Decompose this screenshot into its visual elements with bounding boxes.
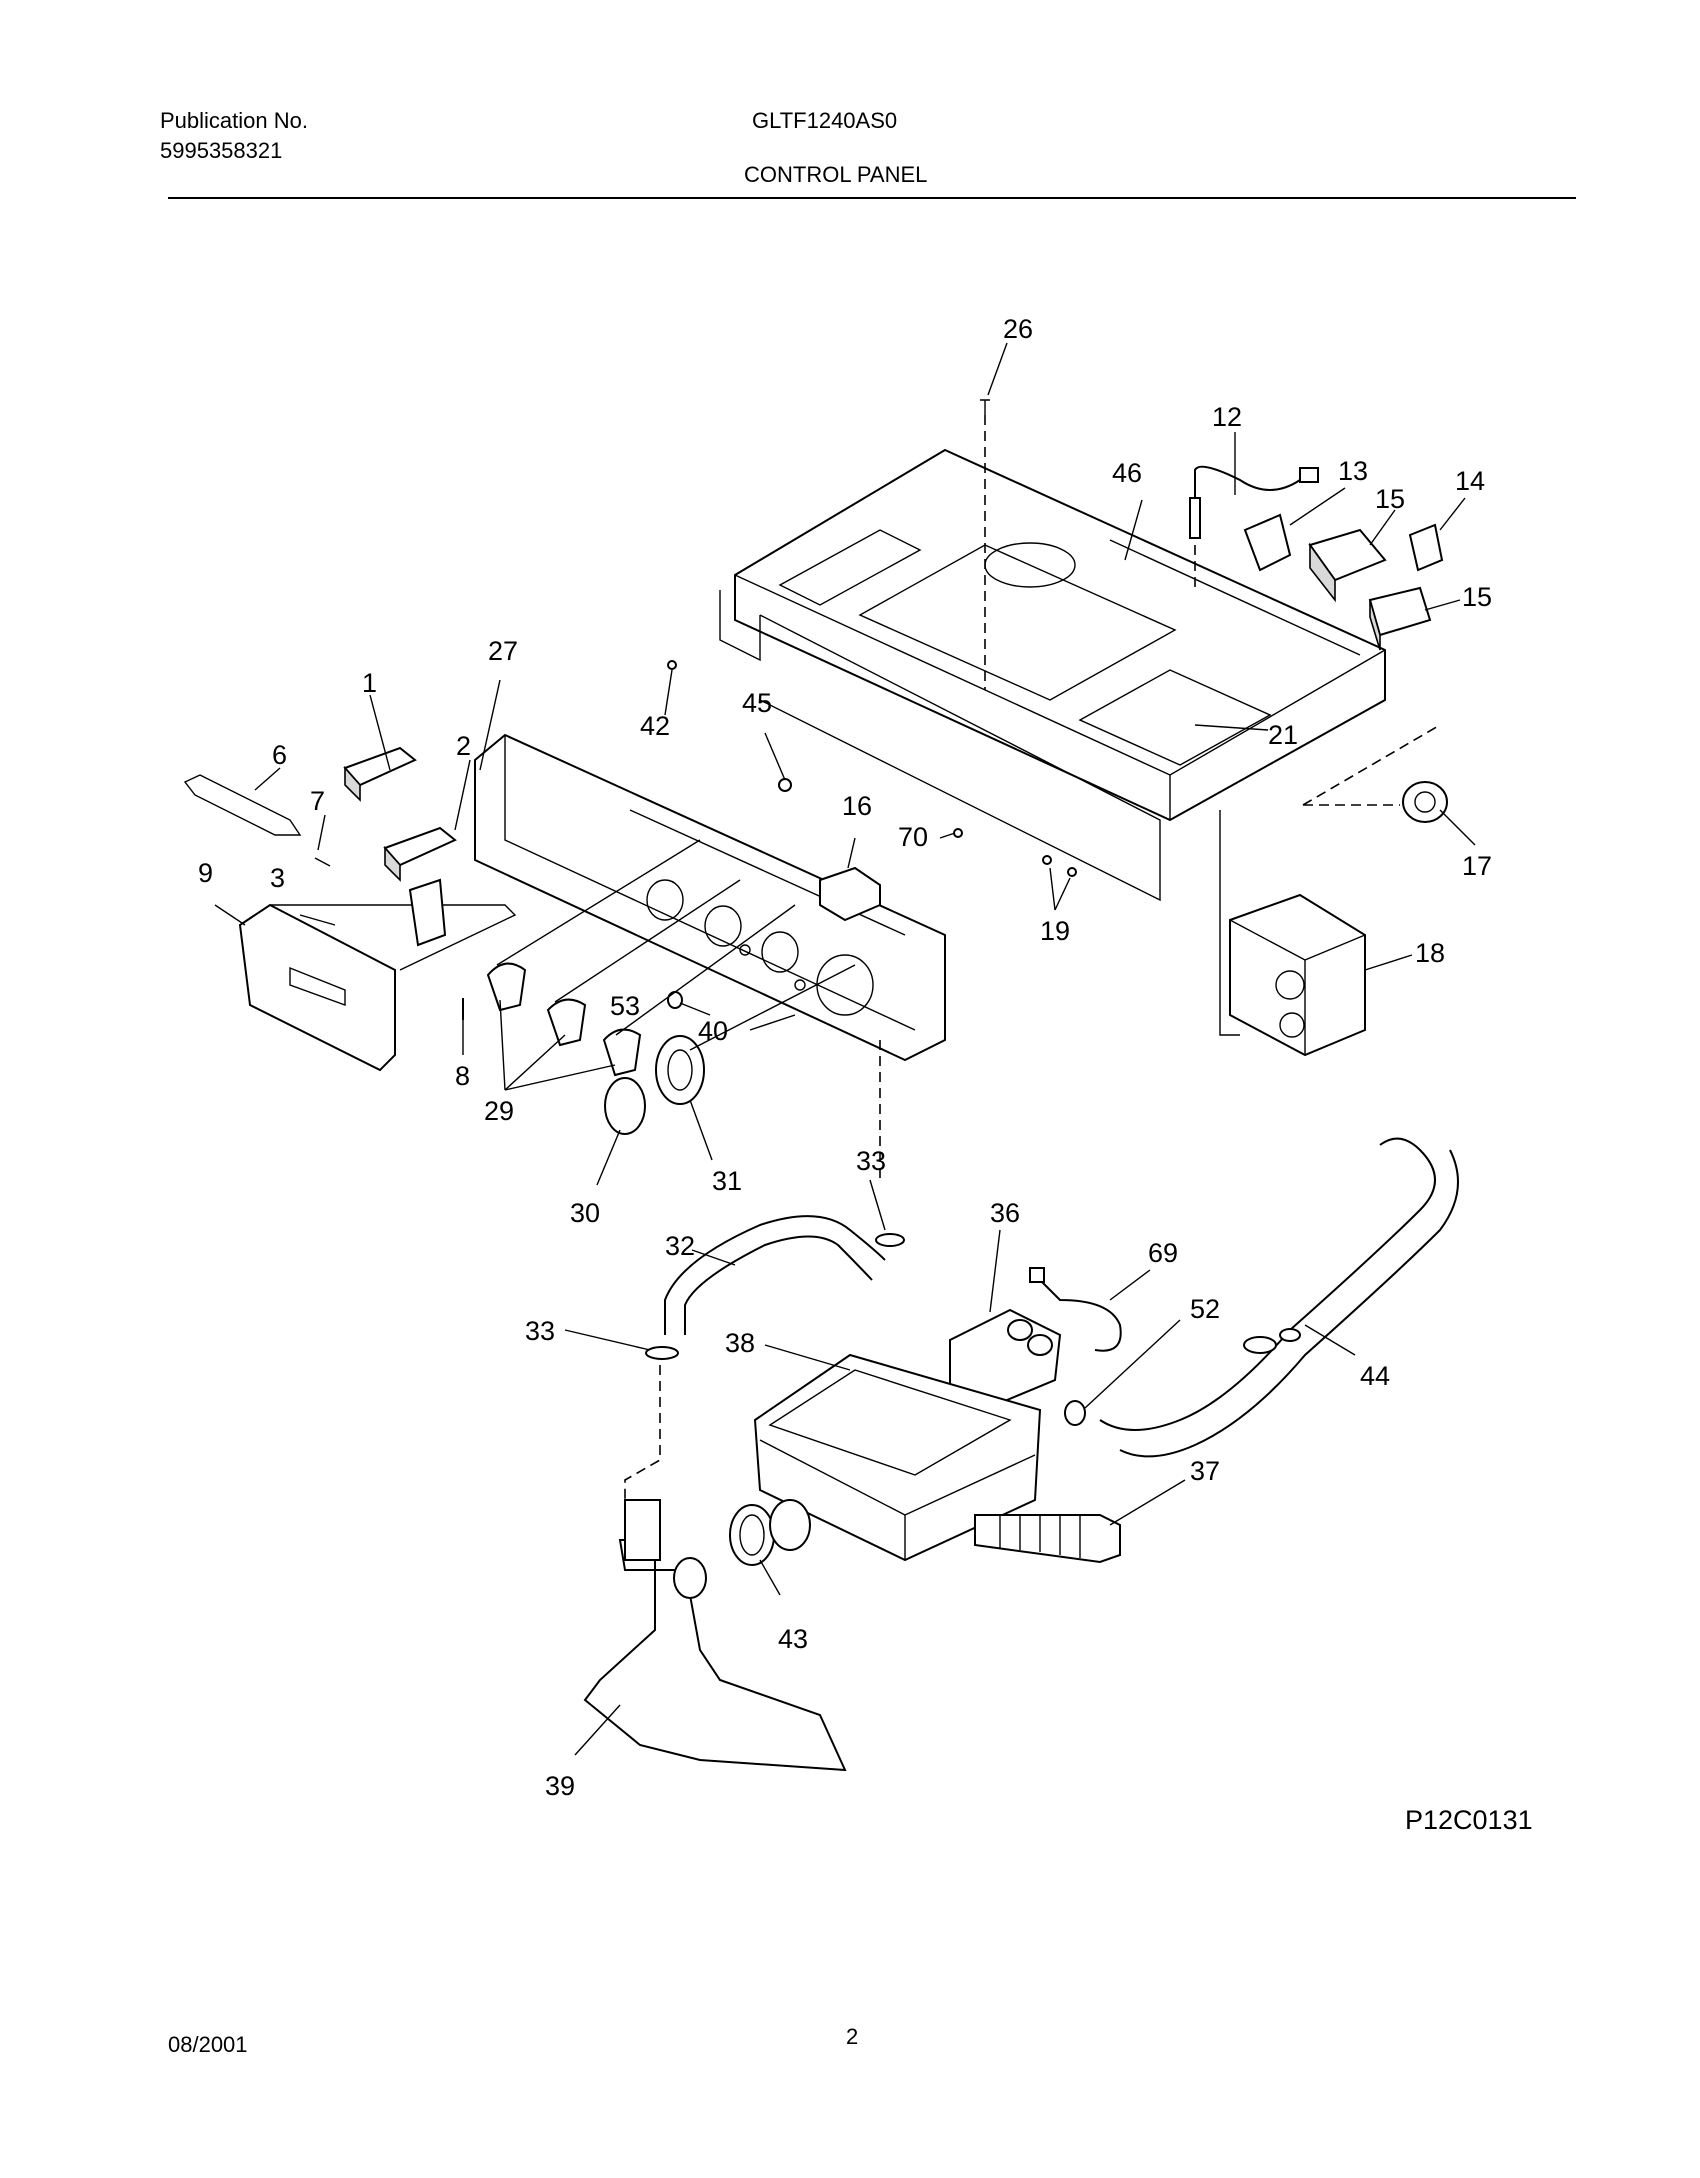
header-rule (168, 197, 1576, 199)
knob-29b (546, 998, 587, 1047)
clamp-33a (645, 1346, 679, 1360)
gasket-43 (729, 1504, 775, 1566)
control-panel-frame (719, 448, 1386, 902)
callout-21: 21 (1268, 720, 1298, 750)
callout-30: 30 (570, 1198, 600, 1228)
callout-42: 42 (640, 711, 670, 741)
publication-number: 5995358321 (160, 138, 283, 163)
callout-13: 13 (1338, 456, 1368, 486)
indicator-53 (667, 991, 683, 1009)
callout-37: 37 (1190, 1456, 1220, 1486)
callout-15a: 15 (1375, 484, 1405, 514)
callout-70: 70 (898, 822, 928, 852)
callout-46: 46 (1112, 458, 1142, 488)
callout-6: 6 (272, 740, 287, 770)
callout-40: 40 (698, 1016, 728, 1046)
callout-38: 38 (725, 1328, 755, 1358)
screw-70 (953, 828, 963, 838)
knob-skirt-31 (655, 1035, 705, 1105)
clamp-33b (875, 1233, 905, 1247)
hose-32 (664, 1215, 886, 1335)
knob-29c (602, 1028, 642, 1077)
knob-29a (486, 962, 527, 1012)
callout-19: 19 (1040, 916, 1070, 946)
callout-3: 3 (270, 863, 285, 893)
dispenser-housing-38 (753, 1353, 1042, 1562)
wire-harness-69 (1039, 1279, 1122, 1352)
temp-sensor-12 (1189, 465, 1319, 539)
footer-date: 08/2001 (168, 2032, 248, 2057)
callout-7: 7 (310, 786, 325, 816)
callout-leaders (214, 342, 1476, 1756)
clamp-52 (1064, 1400, 1086, 1426)
model-number: GLTF1240AS0 (752, 108, 898, 133)
callout-32: 32 (665, 1231, 695, 1261)
callout-33b: 33 (525, 1316, 555, 1346)
callout-12: 12 (1212, 402, 1242, 432)
screw-26 (980, 399, 990, 415)
page-number: 2 (846, 2024, 859, 2049)
module-16 (819, 866, 881, 922)
callout-26: 26 (1003, 314, 1033, 344)
section-title: CONTROL PANEL (744, 162, 928, 187)
pin-7 (314, 857, 331, 867)
callout-18: 18 (1415, 938, 1445, 968)
dispenser-cup-2 (383, 826, 457, 882)
callout-45: 45 (742, 688, 772, 718)
dispenser-drawer-9 (238, 903, 517, 1072)
screw-19a (1042, 855, 1052, 865)
publication-label: Publication No. (160, 108, 308, 133)
bellows-hose-37 (974, 1514, 1121, 1564)
knob-30 (604, 1077, 646, 1135)
callout-39: 39 (545, 1771, 575, 1801)
callout-36: 36 (990, 1198, 1020, 1228)
timer-18 (1229, 893, 1366, 1057)
selector-switch-15a (1308, 528, 1387, 603)
selector-switch-15b (1368, 586, 1432, 651)
callout-1: 1 (362, 668, 377, 698)
callout-29: 29 (484, 1096, 514, 1126)
bracket-6 (183, 774, 302, 836)
callout-53: 53 (610, 991, 640, 1021)
callout-labels: 26 12 46 13 15 14 15 21 17 18 19 16 70 4… (198, 314, 1492, 1801)
callout-14: 14 (1455, 466, 1485, 496)
switch-14 (1408, 523, 1444, 572)
screw-19b (1067, 867, 1077, 877)
screw-42 (667, 660, 677, 670)
drain-hose-44 (1099, 1137, 1436, 1431)
callout-43: 43 (778, 1624, 808, 1654)
pressure-switch-17 (1402, 781, 1448, 823)
screw-45 (778, 778, 792, 792)
callout-2: 2 (456, 731, 471, 761)
callout-9: 9 (198, 858, 213, 888)
callout-44: 44 (1360, 1361, 1390, 1391)
callout-16: 16 (842, 791, 872, 821)
siphon-3 (408, 878, 447, 947)
dispenser-cup-1 (343, 746, 417, 802)
callout-17: 17 (1462, 851, 1492, 881)
callout-15b: 15 (1462, 582, 1492, 612)
callout-33a: 33 (856, 1146, 886, 1176)
callout-52: 52 (1190, 1294, 1220, 1324)
vent-elbow-39 (583, 1499, 847, 1772)
callout-27: 27 (488, 636, 518, 666)
water-valve-36 (949, 1308, 1062, 1407)
callout-31: 31 (712, 1166, 742, 1196)
diagram-code: P12C0131 (1405, 1805, 1533, 1835)
callout-69: 69 (1148, 1238, 1178, 1268)
callout-8: 8 (455, 1061, 470, 1091)
switch-13 (1194, 513, 1292, 590)
